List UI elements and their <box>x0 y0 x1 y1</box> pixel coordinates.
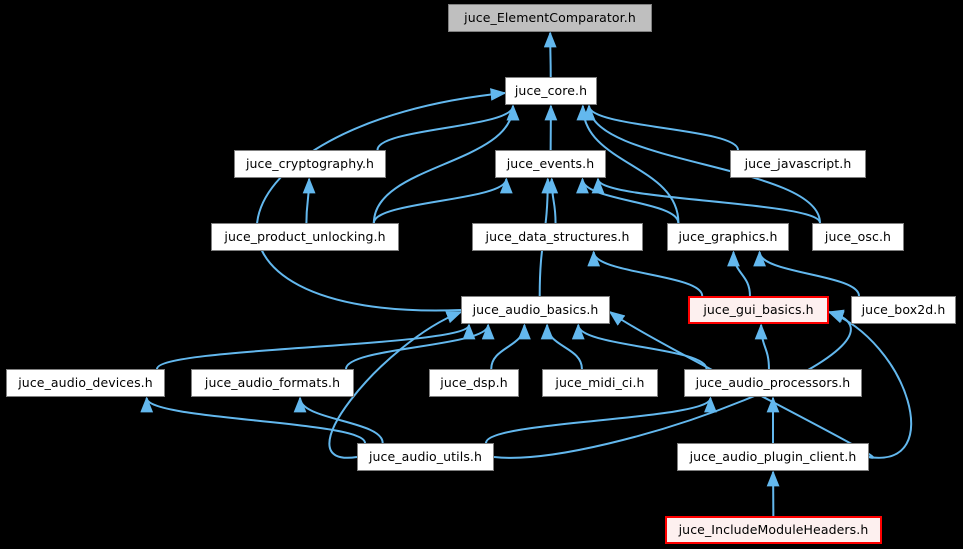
graph-edge-audio_formats-to-audio_basics <box>345 323 495 370</box>
graph-edge-audio_devices-to-audio_basics <box>156 323 476 370</box>
graph-node-label: juce_product_unlocking.h <box>224 228 386 244</box>
graph-node-graphics[interactable]: juce_graphics.h <box>667 223 789 251</box>
graph-node-label: juce_dsp.h <box>440 374 508 390</box>
graph-node-label: juce_IncludeModuleHeaders.h <box>678 521 869 537</box>
graph-node-label: juce_core.h <box>514 82 588 98</box>
graph-edge-dsp-to-audio_basics <box>490 323 531 370</box>
graph-node-plugin_client[interactable]: juce_audio_plugin_client.h <box>677 443 869 471</box>
graph-node-cryptography[interactable]: juce_cryptography.h <box>234 150 386 178</box>
graph-node-label: juce_box2d.h <box>861 301 946 317</box>
graph-node-label: juce_audio_processors.h <box>695 374 851 390</box>
graph-edge-audio_utils-to-audio_processors <box>485 396 717 444</box>
graph-node-label: juce_events.h <box>506 155 595 171</box>
graph-edge-gui_basics-to-graphics <box>727 250 751 297</box>
graph-edge-audio_basics-to-core <box>256 88 507 312</box>
graph-edge-osc-to-core <box>582 104 821 224</box>
graph-edge-audio_utils-to-gui_basics <box>493 309 852 459</box>
graph-edge-gui_basics-to-data_structures <box>587 250 704 297</box>
graph-node-audio_utils[interactable]: juce_audio_utils.h <box>357 443 494 471</box>
graph-edge-osc-to-events <box>591 177 821 224</box>
graph-edge-product_unlocking-to-cryptography <box>302 177 316 224</box>
graph-node-label: juce_data_structures.h <box>485 228 630 244</box>
graph-node-osc[interactable]: juce_osc.h <box>812 223 904 251</box>
graph-edge-data_structures-to-events <box>545 177 559 224</box>
graph-node-core[interactable]: juce_core.h <box>505 77 597 105</box>
graph-node-label: juce_audio_utils.h <box>368 448 483 464</box>
graph-node-label: juce_gui_basics.h <box>703 301 814 317</box>
graph-edge-audio_utils-to-audio_devices <box>140 396 366 444</box>
graph-node-label: juce_audio_devices.h <box>18 374 153 390</box>
graph-node-data_structures[interactable]: juce_data_structures.h <box>472 223 643 251</box>
graph-node-label: juce_javascript.h <box>744 155 852 171</box>
graph-edge-javascript-to-core <box>582 104 739 151</box>
graph-node-element_comparator[interactable]: juce_ElementComparator.h <box>448 4 652 32</box>
graph-node-label: juce_audio_basics.h <box>472 301 599 317</box>
graph-node-label: juce_cryptography.h <box>245 155 375 171</box>
graph-node-product_unlocking[interactable]: juce_product_unlocking.h <box>211 223 399 251</box>
graph-node-box2d[interactable]: juce_box2d.h <box>851 296 956 324</box>
graph-node-javascript[interactable]: juce_javascript.h <box>730 150 866 178</box>
graph-node-audio_processors[interactable]: juce_audio_processors.h <box>684 369 862 397</box>
graph-node-label: juce_osc.h <box>824 228 892 244</box>
graph-edge-midi_ci-to-audio_basics <box>540 323 583 370</box>
graph-node-audio_formats[interactable]: juce_audio_formats.h <box>191 369 354 397</box>
graph-edge-audio_utils-to-audio_basics <box>328 311 463 459</box>
graph-node-dsp[interactable]: juce_dsp.h <box>429 369 519 397</box>
graph-edge-audio_utils-to-audio_formats <box>293 396 384 444</box>
graph-node-label: juce_ElementComparator.h <box>464 9 636 25</box>
graph-node-label: juce_audio_plugin_client.h <box>689 448 857 464</box>
graph-node-audio_devices[interactable]: juce_audio_devices.h <box>6 369 165 397</box>
graph-edge-graphics-to-events <box>576 177 680 224</box>
graph-edge-plugin_client-to-gui_basics <box>827 311 913 459</box>
graph-node-label: juce_midi_ci.h <box>555 374 645 390</box>
graph-node-label: juce_graphics.h <box>678 228 778 244</box>
graph-node-events[interactable]: juce_events.h <box>495 150 606 178</box>
graph-node-midi_ci[interactable]: juce_midi_ci.h <box>542 369 658 397</box>
graph-edge-core-to-element_comparator <box>543 31 557 78</box>
graph-edge-audio_processors-to-gui_basics <box>754 323 770 370</box>
graph-node-audio_basics[interactable]: juce_audio_basics.h <box>461 296 610 324</box>
graph-edge-box2d-to-graphics <box>753 250 860 297</box>
graph-edge-product_unlocking-to-events <box>372 177 513 224</box>
graph-edge-product_unlocking-to-core <box>372 104 520 224</box>
graph-edge-audio_processors-to-audio_basics <box>571 323 708 370</box>
graph-node-label: juce_audio_formats.h <box>204 374 341 390</box>
graph-edge-graphics-to-core <box>576 104 680 224</box>
graph-node-gui_basics[interactable]: juce_gui_basics.h <box>688 296 829 324</box>
graph-node-include_headers[interactable]: juce_IncludeModuleHeaders.h <box>665 516 882 544</box>
